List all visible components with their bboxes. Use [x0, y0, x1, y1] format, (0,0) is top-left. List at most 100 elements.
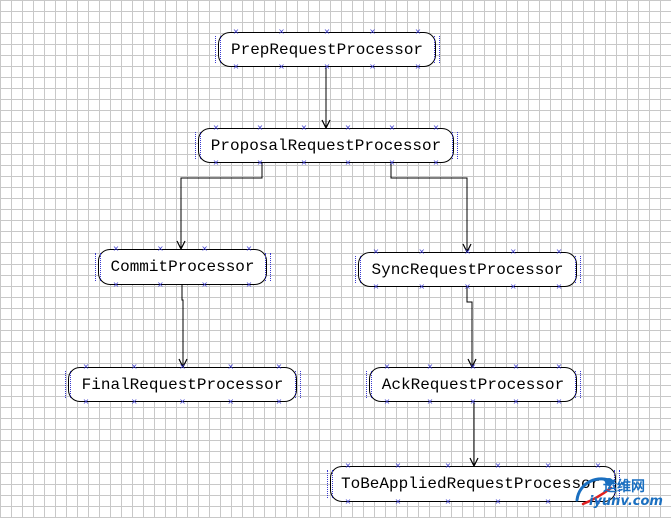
selection-handle-icon: ×	[594, 461, 602, 470]
selection-handle-icon: ×	[245, 244, 253, 253]
selection-handle-icon: ×	[388, 123, 396, 132]
selection-handle-icon: ×	[544, 497, 552, 506]
selection-handle-icon: ×	[555, 362, 563, 371]
selection-handle-icon: ×	[418, 282, 426, 291]
node-proposal[interactable]: ProposalRequestProcessor	[198, 128, 454, 163]
selection-handle-icon: ×	[323, 27, 331, 36]
selection-handle-icon: ×	[245, 280, 253, 289]
selection-handle-icon: ×	[344, 158, 352, 167]
node-prep[interactable]: PrepRequestProcessor	[218, 32, 436, 67]
selection-handle-icon: ×	[227, 362, 235, 371]
selection-handle-icon: ×	[344, 461, 352, 470]
watermark-text-cn: 运维网	[603, 479, 645, 495]
selection-handle-icon: ×	[82, 362, 90, 371]
selection-handle-icon: ×	[444, 461, 452, 470]
selection-handle-icon: ×	[156, 280, 164, 289]
selection-handle-icon: ×	[414, 27, 422, 36]
selection-handle-icon: ×	[394, 497, 402, 506]
side-handle-icon	[95, 253, 101, 281]
node-tobeapplied[interactable]: ToBeAppliedRequestProcessor	[330, 466, 616, 502]
side-handle-icon	[327, 470, 333, 498]
selection-handle-icon: ×	[232, 62, 240, 71]
selection-handle-icon: ×	[512, 397, 520, 406]
selection-handle-icon: ×	[156, 244, 164, 253]
node-final-label: FinalRequestProcessor	[81, 375, 284, 394]
side-handle-icon	[265, 253, 271, 281]
side-handle-icon	[215, 36, 221, 63]
selection-handle-icon: ×	[555, 397, 563, 406]
side-handle-icon	[575, 371, 581, 398]
selection-handle-icon: ×	[509, 282, 517, 291]
side-handle-icon	[575, 256, 581, 283]
selection-handle-icon: ×	[323, 62, 331, 71]
node-sync-label: SyncRequestProcessor	[371, 260, 564, 279]
selection-handle-icon: ×	[300, 158, 308, 167]
edge-sync-to-ack	[466, 287, 472, 367]
selection-handle-icon: ×	[300, 123, 308, 132]
side-handle-icon	[614, 470, 620, 498]
selection-handle-icon: ×	[179, 397, 186, 406]
selection-handle-icon: ×	[112, 280, 120, 289]
selection-handle-icon: ×	[112, 244, 120, 253]
selection-handle-icon: ×	[383, 362, 391, 371]
node-commit[interactable]: CommitProcessor	[98, 249, 267, 285]
selection-handle-icon: ×	[212, 123, 220, 132]
selection-handle-icon: ×	[555, 282, 563, 291]
selection-handle-icon: ×	[444, 497, 452, 506]
selection-handle-icon: ×	[130, 397, 138, 406]
selection-handle-icon: ×	[512, 362, 520, 371]
selection-handle-icon: ×	[509, 247, 517, 256]
node-ack[interactable]: AckRequestProcessor	[369, 367, 577, 402]
watermark: 运维网 iyunv.com	[573, 470, 665, 514]
selection-handle-icon: ×	[369, 62, 376, 71]
node-commit-label: CommitProcessor	[110, 258, 255, 276]
side-handle-icon	[434, 36, 440, 63]
edge-proposal-to-commit	[181, 163, 263, 249]
selection-handle-icon: ×	[278, 27, 285, 36]
selection-handle-icon: ×	[432, 123, 440, 132]
selection-handle-icon: ×	[394, 461, 402, 470]
selection-handle-icon: ×	[383, 397, 391, 406]
side-handle-icon	[366, 371, 372, 398]
watermark-text-url: iyunv.com	[589, 494, 663, 509]
selection-handle-icon: ×	[278, 62, 285, 71]
edge-proposal-to-sync	[390, 163, 467, 252]
selection-handle-icon: ×	[275, 362, 283, 371]
selection-handle-icon: ×	[414, 62, 422, 71]
selection-handle-icon: ×	[201, 280, 208, 289]
node-final[interactable]: FinalRequestProcessor	[68, 367, 297, 402]
selection-handle-icon: ×	[256, 123, 264, 132]
selection-handle-icon: ×	[232, 27, 240, 36]
selection-handle-icon: ×	[594, 497, 602, 506]
selection-handle-icon: ×	[544, 461, 552, 470]
selection-handle-icon: ×	[494, 497, 502, 506]
selection-handle-icon: ×	[130, 362, 138, 371]
selection-handle-icon: ×	[494, 461, 502, 470]
selection-handle-icon: ×	[388, 158, 396, 167]
selection-handle-icon: ×	[372, 282, 380, 291]
selection-handle-icon: ×	[344, 123, 352, 132]
node-tobeapplied-label: ToBeAppliedRequestProcessor	[341, 475, 601, 493]
selection-handle-icon: ×	[275, 397, 283, 406]
selection-handle-icon: ×	[372, 247, 380, 256]
side-handle-icon	[295, 371, 301, 398]
selection-handle-icon: ×	[227, 397, 235, 406]
selection-handle-icon: ×	[201, 244, 208, 253]
node-proposal-label: ProposalRequestProcessor	[210, 136, 442, 155]
node-prep-label: PrepRequestProcessor	[230, 40, 424, 59]
side-handle-icon	[355, 256, 361, 283]
selection-handle-icon: ×	[82, 397, 90, 406]
selection-handle-icon: ×	[256, 158, 264, 167]
selection-handle-icon: ×	[212, 158, 220, 167]
node-sync[interactable]: SyncRequestProcessor	[358, 252, 577, 287]
selection-handle-icon: ×	[469, 362, 477, 371]
side-handle-icon	[65, 371, 71, 398]
watermark-logo-icon	[575, 477, 615, 506]
selection-handle-icon: ×	[432, 158, 440, 167]
side-handle-icon	[452, 132, 458, 159]
side-handle-icon	[195, 132, 201, 159]
selection-handle-icon: ×	[464, 247, 471, 256]
node-ack-label: AckRequestProcessor	[381, 375, 565, 394]
